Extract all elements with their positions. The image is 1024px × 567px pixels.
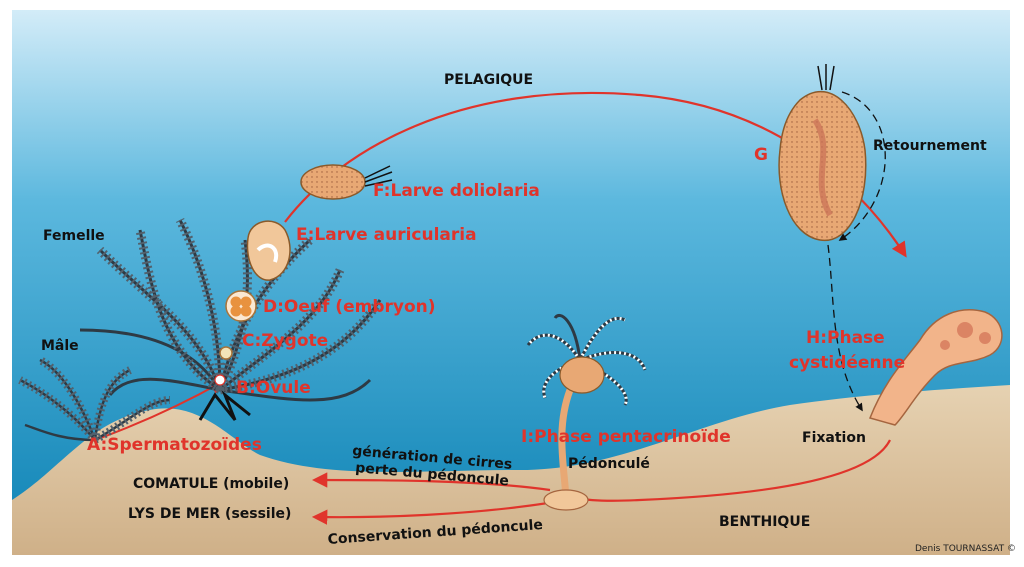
pedoncule-label: Pédonculé bbox=[568, 456, 650, 472]
stage-d-label: D:Oeuf (embryon) bbox=[263, 297, 436, 317]
stage-f-label: F:Larve doliolaria bbox=[373, 181, 540, 201]
lys-de-mer-label: LYS DE MER (sessile) bbox=[128, 506, 291, 522]
auricularia-larva-illustration bbox=[246, 220, 291, 281]
femelle-label: Femelle bbox=[43, 228, 105, 244]
stage-g-label: G bbox=[754, 145, 768, 165]
benthique-label: BENTHIQUE bbox=[719, 514, 810, 530]
arrow-to-lys-de-mer bbox=[311, 501, 549, 525]
zygote-illustration bbox=[219, 346, 233, 360]
comatule-label: COMATULE (mobile) bbox=[133, 476, 289, 492]
arrow-fixation bbox=[827, 244, 863, 412]
stage-b-label: B:Ovule bbox=[236, 378, 311, 398]
credit-label: Denis TOURNASSAT © bbox=[915, 544, 1016, 554]
fixation-label: Fixation bbox=[802, 430, 866, 446]
stage-e-label: E:Larve auricularia bbox=[296, 225, 477, 245]
sea-floor bbox=[12, 385, 1010, 555]
doliolaria-larva-illustration bbox=[300, 164, 393, 200]
stage-c-label: C:Zygote bbox=[242, 331, 328, 351]
male-label: Mâle bbox=[41, 338, 79, 354]
pentacrinoid-phase-illustration bbox=[526, 313, 647, 511]
pelagique-label: PELAGIQUE bbox=[444, 72, 533, 88]
arrow-to-comatule bbox=[311, 472, 551, 492]
settling-larva-illustration bbox=[778, 64, 867, 241]
arrow-retournement bbox=[838, 91, 886, 241]
stage-h-label-line1: H:Phase bbox=[806, 328, 885, 348]
stage-h-label-line2: cystidéenne bbox=[789, 353, 905, 373]
stage-i-label: I:Phase pentacrinoïde bbox=[521, 427, 731, 447]
crinoid-female-cirri bbox=[198, 390, 251, 421]
egg-embryo-illustration bbox=[225, 290, 257, 322]
ovule-illustration bbox=[214, 374, 226, 386]
cystidean-phase-illustration bbox=[868, 309, 1003, 426]
crinoid-male-pinnules bbox=[18, 356, 171, 444]
retournement-label: Retournement bbox=[873, 138, 987, 154]
stage-a-label: A:Spermatozoïdes bbox=[87, 435, 262, 455]
